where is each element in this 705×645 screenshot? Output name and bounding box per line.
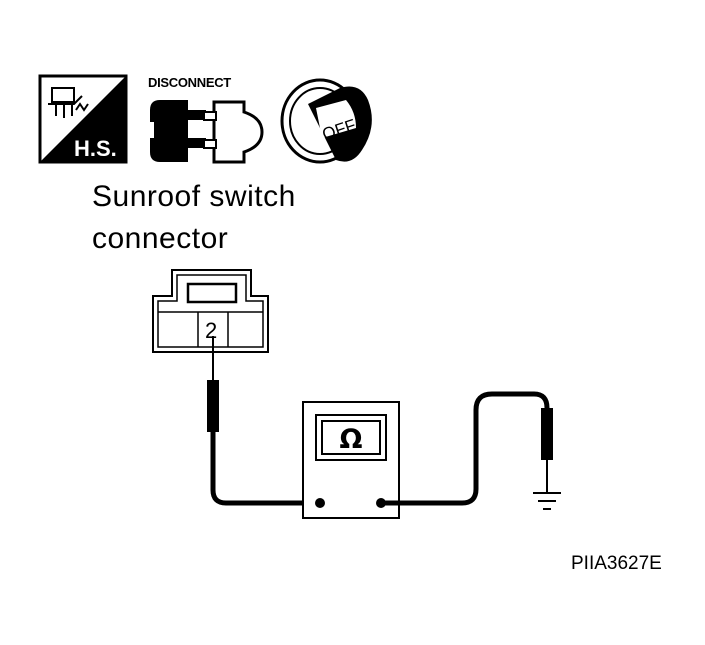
figure-code: PIIA3627E — [571, 553, 662, 574]
terminal-2-label: 2 — [205, 318, 217, 343]
probe-left — [207, 336, 318, 506]
disconnect-label: DISCONNECT — [148, 75, 231, 90]
sunroof-switch-connector: 2 — [152, 269, 269, 353]
ohmmeter: Ω — [302, 401, 400, 519]
caption-line-2: connector — [92, 222, 229, 255]
hs-label: H.S. — [74, 136, 117, 161]
disconnect-icon — [148, 100, 264, 164]
caption-line-1: Sunroof switch — [92, 180, 296, 213]
hs-icon: H.S. — [38, 74, 128, 164]
meter-terminal-left — [315, 498, 325, 508]
ignition-off-icon: OFF — [280, 78, 372, 164]
ohm-symbol: Ω — [340, 424, 363, 455]
probe-right — [381, 391, 553, 506]
ground-symbol — [533, 492, 561, 510]
